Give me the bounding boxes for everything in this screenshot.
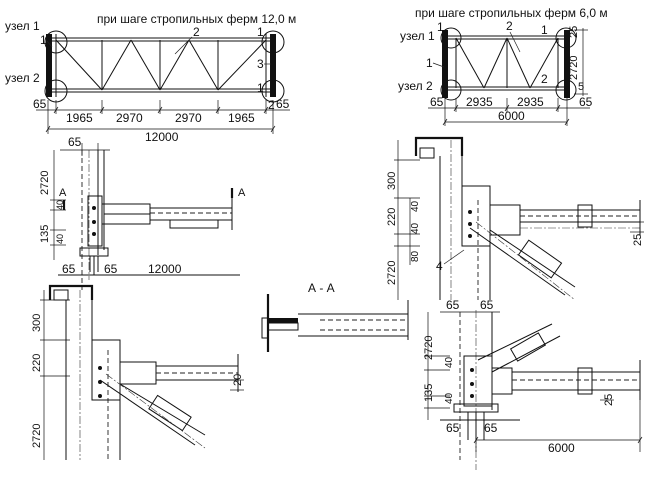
dim-panel: 1965 [66,111,93,125]
section-mark-a: А [59,187,67,199]
dim-220: 220 [31,354,43,372]
left-column [46,34,52,97]
truss-6m-title: при шаге стропильных ферм 6,0 м [415,6,608,20]
dim-panel: 2935 [517,95,544,109]
dim-col-offset: 65 [68,135,82,149]
callout-1: 1 [541,23,548,37]
truss-12m-dimensions [36,100,290,134]
callout-1: 1 [437,20,444,34]
callout-2: 2 [541,72,548,86]
callout-1: 1 [426,56,433,70]
dim-40: 40 [444,392,455,404]
dim-offset-small: 5 [578,81,584,93]
detail-node-1-12m: 300 220 2720 20 [31,284,244,460]
dim-20: 20 [232,374,244,386]
dim-height-small: 25 [568,26,580,38]
gusset-plate [461,185,491,247]
callout-1: 1 [257,25,264,39]
dim-25: 25 [632,234,644,246]
dim-span: 12000 [148,262,182,276]
dim-220: 220 [386,208,398,226]
dim-80: 80 [410,250,421,262]
node-2-label: узел 2 [398,79,433,93]
truss-web [455,37,559,89]
dim-top-right: 65 [480,298,494,312]
dim-offset-right: 65 [579,95,593,109]
callout-2: 2 [506,19,513,33]
node-1-label: узел 1 [5,19,40,33]
dim-panel: 2970 [175,111,202,125]
truss-6m-dimensions [428,98,590,126]
detail-node-2-6m: 65 65 2720 40 135 40 [423,298,643,470]
truss-12m-title: при шаге стропильных ферм 12,0 м [97,12,296,26]
dim-panel: 2935 [466,95,493,109]
dim-bottom-left: 65 [62,262,76,276]
right-column [270,34,276,97]
dim-offset-right: 65 [276,97,290,111]
callout-3: 3 [257,57,264,71]
column-cap [414,136,464,156]
callout-2: 2 [193,25,200,39]
node-1-label: узел 1 [400,29,435,43]
truss-12m-elevation: при шаге стропильных ферм 12,0 м узел 1 … [5,12,296,144]
dim-height: 2720 [423,336,435,360]
truss-web [55,39,267,91]
end-plate [119,361,157,385]
dim-bottom-right: 65 [484,421,498,435]
end-plate [489,204,521,236]
section-label: А - А [308,281,335,295]
dim-height: 2720 [568,56,580,80]
dim-span: 6000 [548,441,575,455]
dim-top-left: 65 [446,298,460,312]
callout-1: 1 [40,33,47,47]
dim-offset-left: 65 [430,95,444,109]
callout-2: 2 [268,98,275,112]
dim-height: 2720 [31,424,43,448]
callout-1: 1 [257,81,264,95]
end-plate [491,367,513,395]
column-cap [48,284,94,300]
dim-40: 40 [410,200,421,212]
dim-bottom-left: 65 [446,421,460,435]
gusset-plate [463,355,493,407]
dim-panel: 1965 [228,111,255,125]
section-a-a: А - А [261,281,409,352]
detail-node-1-6m: 300 220 40 40 80 2720 4 25 [386,136,644,301]
dim-135: 135 [423,384,435,402]
dim-bottom-right: 65 [104,262,118,276]
dim-span-total: 6000 [498,109,525,123]
dim-135: 135 [39,225,51,243]
truss-6m-elevation: при шаге стропильных ферм 6,0 м узел 1 у… [398,6,608,126]
dim-height: 2720 [386,261,398,285]
dim-40: 40 [55,234,65,244]
dim-40: 40 [410,222,421,234]
section-mark-a: А [238,187,246,199]
dim-40: 40 [55,200,65,210]
dim-span-total: 12000 [145,130,179,144]
dim-height: 2720 [39,171,51,195]
dim-25: 25 [603,394,615,406]
dim-offset-left: 65 [33,97,47,111]
left-column [442,30,448,98]
dim-300: 300 [31,314,43,332]
detail-node-2-12m: 65 2720 40 135 40 [39,135,246,290]
dim-panel: 2970 [116,111,143,125]
dim-300: 300 [386,172,398,190]
node-2-label: узел 2 [5,71,40,85]
right-column [564,30,570,98]
callout-4: 4 [436,259,443,273]
dim-40: 40 [444,356,455,368]
